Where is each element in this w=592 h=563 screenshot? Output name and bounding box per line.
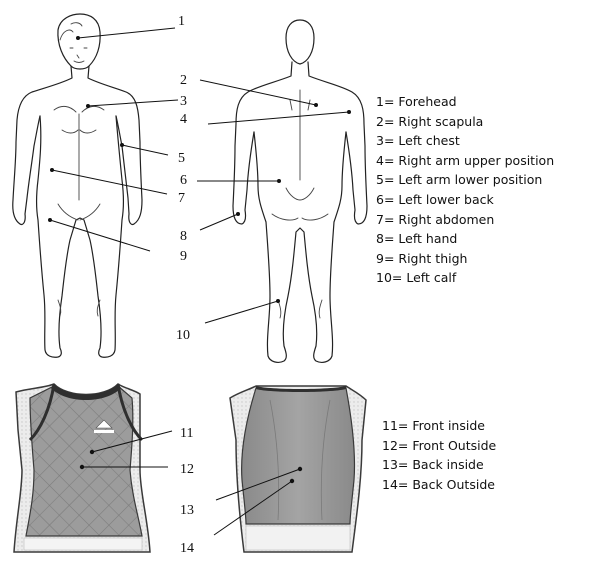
legend-item: 6= Left lower back — [376, 190, 554, 210]
legend-item: 14= Back Outside — [382, 475, 496, 495]
legend-item: 7= Right abdomen — [376, 210, 554, 230]
back-body-figure — [233, 20, 367, 362]
legend-item: 2= Right scapula — [376, 112, 554, 132]
site-label-5: 5 — [178, 151, 185, 166]
site-label-8: 8 — [180, 229, 187, 244]
body-sites-legend: 1= Forehead 2= Right scapula 3= Left che… — [376, 92, 554, 288]
site-label-13: 13 — [180, 503, 194, 518]
site-label-2: 2 — [180, 73, 187, 88]
site-label-4: 4 — [180, 112, 187, 127]
site-label-1: 1 — [178, 14, 185, 29]
legend-item: 12= Front Outside — [382, 436, 496, 456]
front-body-figure — [13, 14, 142, 357]
legend-item: 9= Right thigh — [376, 249, 554, 269]
legend-item: 3= Left chest — [376, 131, 554, 151]
site-label-11: 11 — [180, 426, 193, 441]
site-label-14: 14 — [180, 541, 194, 556]
legend-item: 11= Front inside — [382, 416, 496, 436]
site-label-7: 7 — [178, 191, 185, 206]
site-label-3: 3 — [180, 94, 187, 109]
legend-item: 13= Back inside — [382, 455, 496, 475]
legend-item: 10= Left calf — [376, 268, 554, 288]
legend-item: 8= Left hand — [376, 229, 554, 249]
site-label-10: 10 — [176, 328, 190, 343]
site-number-labels: 1 2 3 4 5 6 7 8 9 10 11 12 13 14 — [176, 14, 194, 556]
legend-item: 5= Left arm lower position — [376, 170, 554, 190]
site-label-9: 9 — [180, 249, 187, 264]
legend-item: 1= Forehead — [376, 92, 554, 112]
vest-sites-legend: 11= Front inside 12= Front Outside 13= B… — [382, 416, 496, 494]
site-label-12: 12 — [180, 462, 194, 477]
legend-item: 4= Right arm upper position — [376, 151, 554, 171]
site-label-6: 6 — [180, 173, 187, 188]
